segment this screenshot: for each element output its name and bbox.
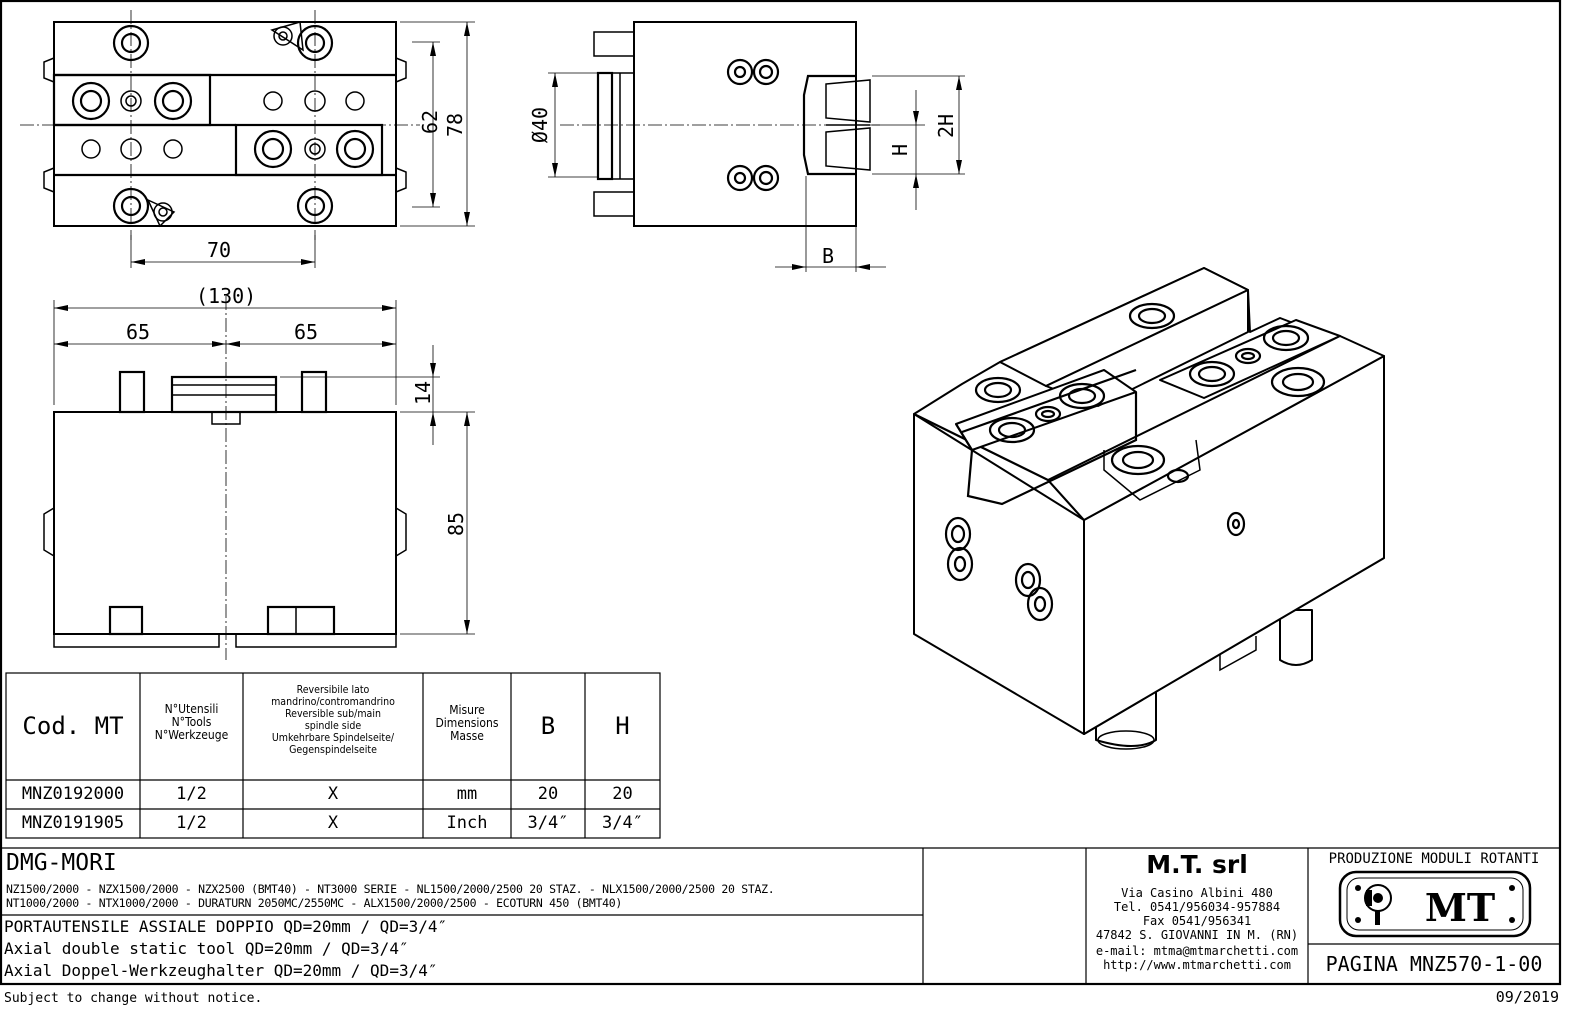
description-it: PORTAUTENSILE ASSIALE DOPPIO QD=20mm / Q… [4,917,448,936]
header-h: H [615,712,630,740]
cell-reversible: X [327,813,339,833]
logo-text: MT [1425,885,1495,930]
description-en: Axial double static tool QD=20mm / QD=3/… [4,939,409,958]
mt-logo: MT [1338,870,1532,938]
cell-h: 3/4″ [602,813,643,833]
top-view [20,10,475,268]
description-de: Axial Doppel-Werkzeughalter QD=20mm / QD… [4,961,438,980]
company-name: M.T. srl [1146,850,1248,879]
dim-62: 62 [418,109,443,135]
cell-b: 3/4″ [527,813,569,833]
header-units: Misure Dimensions Masse [435,703,499,743]
dim-130: (130) [196,284,257,308]
machines-line-2: NT1000/2000 - NTX1000/2000 - DURATURN 20… [6,896,622,910]
dim-2h: 2H [934,113,959,139]
dim-14: 14 [411,380,436,406]
brand-name: DMG-MORI [6,850,117,876]
dim-diameter-40: Ø40 [528,106,553,144]
front-view [43,296,475,660]
dim-b: B [822,244,835,268]
dim-65-left: 65 [126,320,151,344]
company-city: 47842 S. GIOVANNI IN M. (RN) [1095,928,1299,942]
cell-code: MNZ0192000 [21,784,125,804]
side-view [548,21,965,272]
company-website[interactable]: http://www.mtmarchetti.com [1103,958,1291,972]
footer-date: 09/2019 [1495,988,1559,1006]
title-block-grid [1,847,1560,984]
dim-65-right: 65 [294,320,319,344]
header-reversible: Reversibile lato mandrino/contromandrino… [271,684,395,756]
footer-notice: Subject to change without notice. [4,991,263,1006]
cell-tools: 1/2 [176,784,207,804]
company-address: Via Casino Albini 480 [1121,886,1273,900]
company-fax: Fax 0541/956341 [1142,914,1252,928]
page-code: PAGINA MNZ570-1-00 [1325,952,1543,976]
dim-h: H [888,143,913,157]
header-code: Cod. MT [22,712,124,740]
isometric-view [913,267,1385,750]
cell-reversible: X [327,784,339,804]
cell-units: Inch [446,813,488,833]
production-title: PRODUZIONE MODULI ROTANTI [1328,851,1540,867]
cell-b: 20 [537,784,559,804]
cell-units: mm [456,784,478,804]
machines-line-1: NZ1500/2000 - NZX1500/2000 - NZX2500 (BM… [6,882,775,896]
dim-85: 85 [444,511,469,537]
rotary-module-icon [1364,884,1392,925]
sheet-border [0,0,1562,986]
cell-h: 20 [612,784,633,804]
cell-code: MNZ0191905 [21,813,125,833]
header-b: B [540,712,556,740]
dim-78: 78 [443,112,468,138]
company-tel: Tel. 0541/956034-957884 [1113,900,1281,914]
spec-table-grid [5,672,661,839]
company-email[interactable]: e-mail: mtma@mtmarchetti.com [1095,944,1299,958]
header-tools: N°Utensili N°Tools N°Werkzeuge [154,702,229,742]
cell-tools: 1/2 [176,813,207,833]
dim-70: 70 [207,238,232,262]
